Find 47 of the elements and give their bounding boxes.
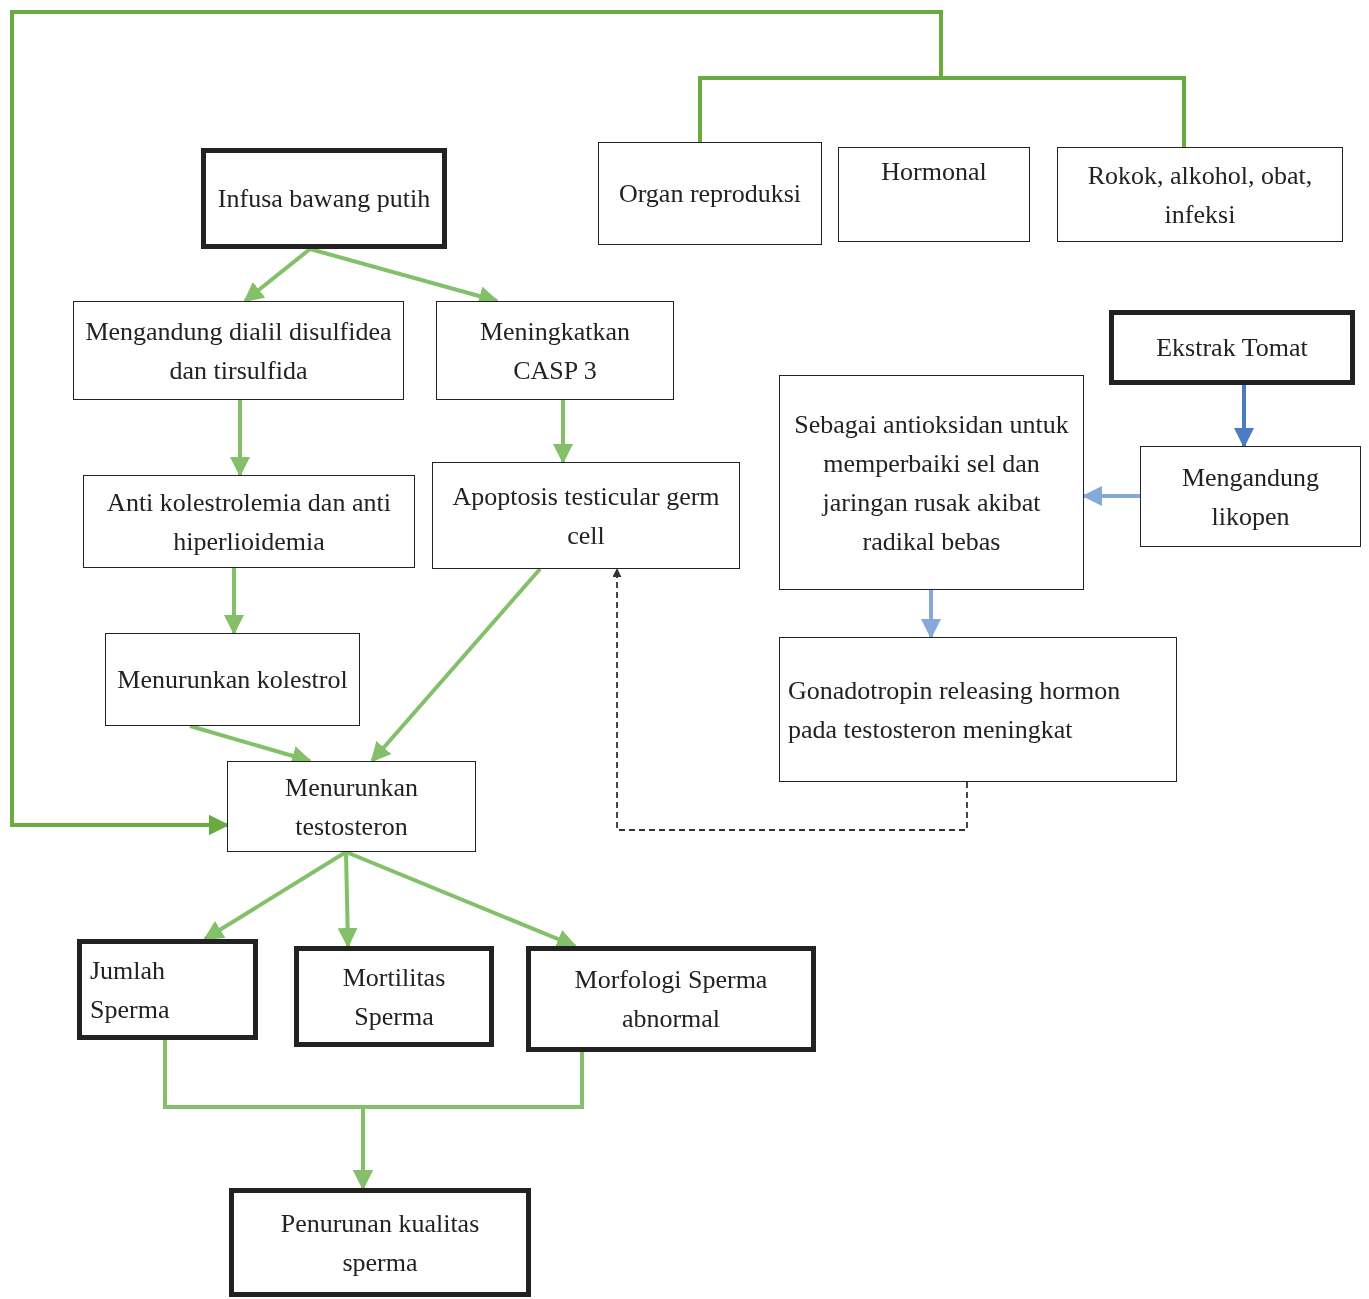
arrow bbox=[1234, 385, 1254, 448]
arrow bbox=[1082, 486, 1140, 506]
arrow bbox=[337, 851, 358, 948]
box-text: Mengandung dialil disulfidea dan tirsulfida bbox=[84, 315, 393, 387]
process-box bbox=[779, 375, 1084, 590]
process-box bbox=[1140, 446, 1361, 547]
process-box bbox=[201, 148, 447, 249]
box-text: Anti kolestrolemia dan anti hiperlioidemia bbox=[106, 486, 392, 558]
box-text: Rokok, alkohol, obat, infeksi bbox=[1086, 159, 1314, 231]
process-box bbox=[227, 761, 476, 852]
process-box bbox=[838, 147, 1030, 242]
box-text: Ekstrak Tomat bbox=[1156, 332, 1308, 364]
process-box bbox=[779, 637, 1177, 782]
process-box bbox=[105, 633, 360, 726]
process-box bbox=[432, 462, 740, 569]
box-text: Menurunkan kolestrol bbox=[117, 664, 348, 696]
arrow bbox=[224, 568, 244, 635]
arrow bbox=[370, 567, 542, 763]
arrow bbox=[230, 400, 250, 477]
box-text: Gonadotropin releasing hormon pada testosteron meningkat bbox=[788, 674, 1122, 746]
process-box bbox=[77, 939, 258, 1040]
box-text: Morfologi Sperma abnormal bbox=[573, 964, 769, 1035]
box-text: Mortilitas Sperma bbox=[341, 961, 447, 1033]
process-box bbox=[229, 1188, 531, 1297]
box-text: Meningkatkan CASP 3 bbox=[478, 315, 632, 387]
process-box bbox=[83, 475, 415, 568]
box-text: Organ reproduksi bbox=[618, 178, 802, 210]
arrow bbox=[10, 10, 1186, 835]
process-box bbox=[1057, 147, 1343, 242]
box-text: Mengandung likopen bbox=[1180, 461, 1321, 533]
arrow bbox=[243, 247, 312, 303]
arrow bbox=[921, 590, 941, 639]
dashed-arrow bbox=[612, 568, 968, 831]
box-text: Hormonal bbox=[881, 156, 987, 188]
box-text: Jumlah Sperma bbox=[90, 954, 171, 1026]
box-text: Apoptosis testicular germ cell bbox=[451, 480, 721, 552]
process-box bbox=[1109, 310, 1355, 385]
process-box bbox=[436, 301, 674, 400]
arrow bbox=[553, 400, 573, 464]
process-box bbox=[526, 946, 816, 1052]
process-box bbox=[598, 142, 822, 245]
box-text: Sebagai antioksidan untuk memperbaiki sel dan jaringan rusak akibat radikal bebas bbox=[793, 408, 1070, 558]
box-text: Penurunan kualitas sperma bbox=[279, 1207, 481, 1279]
box-text: Infusa bawang putih bbox=[217, 183, 431, 215]
box-text: Menurunkan testosteron bbox=[284, 771, 419, 843]
process-box bbox=[294, 946, 494, 1047]
process-box bbox=[73, 301, 404, 400]
